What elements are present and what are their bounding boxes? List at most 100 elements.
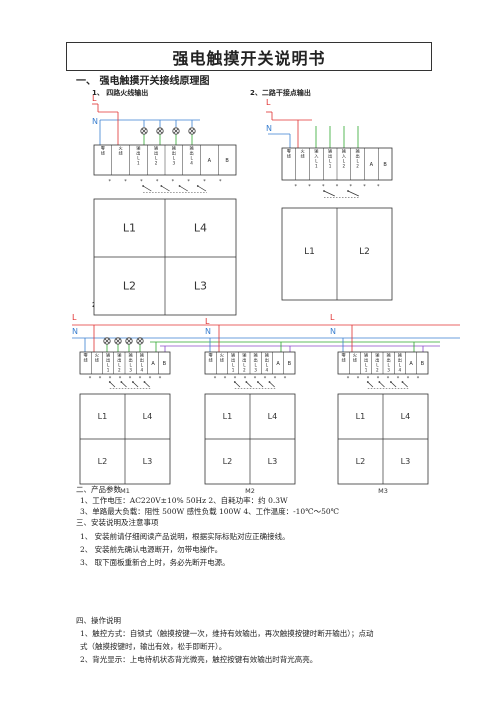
m3-star-5: * [397,376,400,382]
d1-terminal-label-2-1: 出 [136,150,140,157]
m1-switch-1 [121,381,127,388]
d1-panel-label-2: L2 [123,280,136,293]
m1-lamp-1 [114,337,122,345]
m1-terminal-label-1-0: 火 [95,353,100,358]
m1-panel-label-2: L2 [98,456,108,466]
m1-panel-label-1: L4 [143,411,153,421]
m1-switch-dot-2 [131,381,134,383]
m1-terminal-label-2-0: 输 [106,352,111,359]
d3-L-label: L [72,313,77,322]
d1-lamp-3-x2 [189,128,195,134]
m1-switch-3 [144,381,150,388]
m1-panel-label-0: L1 [98,411,108,421]
m1-lamp-3-x2 [137,338,143,344]
m2-star-6: * [274,376,277,382]
m2-terminal-label-2-1: 出 [231,357,235,364]
d1-switch-1 [161,185,170,192]
m2-terminal-label-4-1: 出 [254,357,258,364]
m3-terminal-label-2-0: 输 [364,352,369,359]
m2-panel [204,393,296,485]
m3-terminal-label-3-2: L [376,363,379,368]
m1-switch-0 [109,381,116,388]
m2-terminal-label-3-2: L [243,363,246,368]
m1-terminal-label-2-3: 1 [107,368,110,373]
m2-terminal-block [204,351,296,375]
m1-terminal-label-3-0: 输 [117,352,122,359]
d1-switch-3 [197,185,207,192]
m2-terminal-label-3-3: 2 [243,368,246,373]
d1-terminal-block [93,144,237,176]
m3-terminal-label-3-3: 2 [376,368,379,373]
m1-terminal-block [79,351,171,375]
d1-terminal-label-2-2: L [137,156,140,161]
diagram1-label: 1、 四路火线输出 [92,89,149,97]
m2-switch-dot-1 [245,381,248,383]
d2-star-1: * [308,184,311,190]
d1-terminal-label-0-1: 线 [101,150,106,156]
d2-star-2: * [322,184,325,190]
d1-star-5: * [187,179,190,185]
d1-panel-label-1: L4 [194,222,207,235]
m2-terminal-B: B [288,361,292,367]
d1-switch-dot-2 [178,185,181,187]
m3-switch-0 [367,381,374,388]
d2-star-6: * [377,184,380,190]
d2-terminal-A: A [370,162,374,168]
install-item-1: 1、 安装前请仔细阅读产品说明，根据实际标贴对应正确接线。 [80,532,290,541]
d2-L-label: L [266,98,271,107]
m3-terminal-label-0-0: 零 [342,353,347,359]
m1-switch-dot-3 [143,381,146,383]
m3-star-2: * [367,376,370,382]
d1-terminal-label-3-1: 出 [154,150,158,157]
m3-star-3: * [377,376,380,382]
d2-star-5: * [363,184,366,190]
d1-panel [93,198,237,316]
m2-panel-label-2: L2 [223,456,233,466]
operation-item-1-cont: 式（触摸按键时，输出有效，松手即断开）。 [80,642,227,651]
d2-terminal-label-4-0: 输 [342,148,347,155]
install-item-2: 2、 安装前先确认电源断开，勿带电操作。 [80,545,223,554]
m2-terminal-label-3-0: 输 [242,352,247,359]
m2-terminal-label-4-2: L [254,363,257,368]
m3-panel-label-2: L2 [356,456,366,466]
d2-terminal-label-3-0: 输 [328,148,333,155]
m3-star-4: * [387,376,390,382]
d1-panel-label-0: L1 [123,222,136,235]
m3-switch-2 [390,381,397,388]
m1-star-3: * [119,376,122,382]
d1-terminal-label-4-2: L [173,156,176,161]
d1-lamp-2-x2 [173,128,179,134]
m2-panel-label-1: L4 [268,411,278,421]
m1-lamp-2-x2 [126,338,132,344]
m1-star-6: * [149,376,152,382]
d1-terminal-label-5-3: 4 [190,161,193,166]
d3-N2-label: N [205,327,211,336]
m1-lamp-1-x1 [115,338,121,344]
m3-terminal-label-4-3: 3 [387,368,390,373]
m2-terminal-label-5-3: 4 [266,368,269,373]
d1-lamp-0 [140,127,148,135]
m2-switch-dot-0 [233,381,236,383]
d1-lamp-1-x1 [157,128,163,134]
d2-terminal-block [281,147,393,181]
d2-switch-0 [323,190,335,197]
m3-terminal-A: A [409,361,413,367]
d1-terminal-label-4-3: 3 [173,161,176,166]
d1-terminal-label-0-0: 零 [101,146,106,152]
operation-item-1: 1、触控方式：自锁式（触摸按键一次，维持有效输出，再次触摸按键时断开输出）；点动 [80,629,374,638]
m3-terminal-label-2-2: L [365,363,368,368]
section1-heading: 一、 强电触摸开关接线原理图 [76,76,210,87]
m1-star-0: * [89,376,92,382]
d2-terminal-label-2-0: 输 [314,148,319,155]
d1-switch-dot-1 [160,185,163,187]
m1-panel [79,393,171,485]
d1-star-0: * [109,179,112,185]
diagram2-label: 2、二路干接点输出 [250,89,311,97]
m3-switch-dot-1 [378,381,381,383]
m2-switch-2 [257,381,264,388]
m1-lamp-3-x1 [137,338,143,344]
m2-star-1: * [224,376,227,382]
d2-terminal-label-2-3: 1 [315,164,318,169]
d3-L3-label: L [330,313,335,322]
m1-terminal-label-5-2: L [141,363,144,368]
